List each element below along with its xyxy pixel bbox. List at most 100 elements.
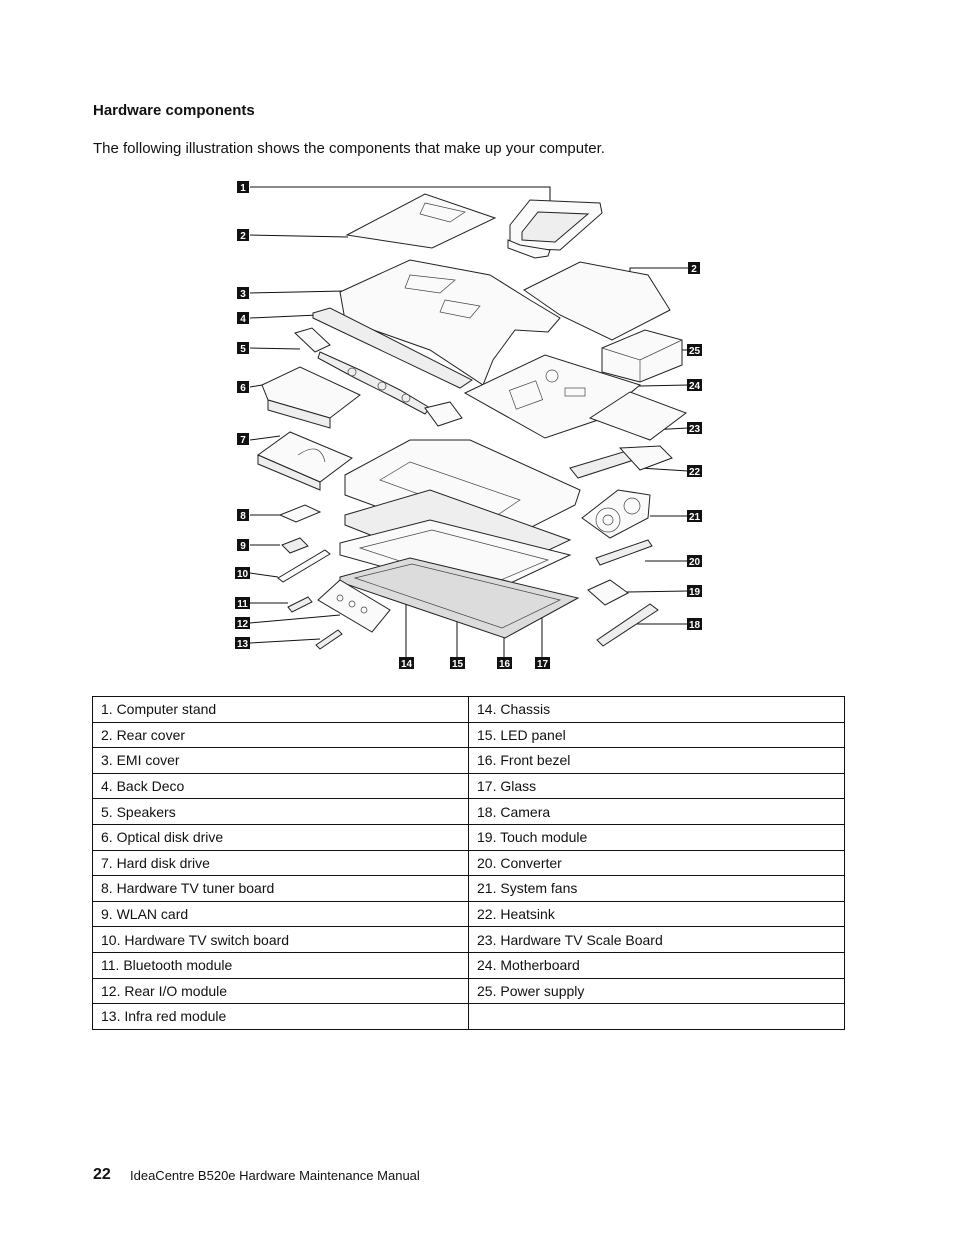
table-cell: 16. Front bezel — [468, 747, 845, 774]
svg-text:25: 25 — [689, 346, 701, 357]
svg-text:18: 18 — [689, 620, 701, 631]
svg-text:1: 1 — [240, 183, 246, 194]
callout-10: 10 — [235, 567, 250, 580]
callout-17: 17 — [535, 657, 550, 670]
callout-16: 16 — [497, 657, 512, 670]
callout-3: 3 — [237, 287, 249, 300]
svg-text:23: 23 — [689, 424, 701, 435]
svg-text:21: 21 — [689, 512, 701, 523]
callout-22: 22 — [687, 465, 702, 478]
svg-text:20: 20 — [689, 557, 701, 568]
section-heading: Hardware components — [93, 102, 255, 119]
hard-disk-drive — [256, 431, 353, 491]
svg-text:2: 2 — [691, 264, 697, 275]
exploded-view-diagram: 1 2 2 3 4 5 6 7 8 9 10 11 12 13 14 15 16… — [235, 181, 702, 670]
svg-text:7: 7 — [240, 435, 246, 446]
table-cell: 24. Motherboard — [468, 951, 845, 979]
callout-2-left: 2 — [237, 229, 249, 242]
svg-text:2: 2 — [240, 231, 246, 242]
callout-18: 18 — [687, 618, 702, 631]
callout-1: 1 — [237, 181, 249, 194]
manual-title: IdeaCentre B520e Hardware Maintenance Ma… — [130, 1168, 420, 1183]
callout-2-right: 2 — [688, 262, 700, 275]
heatsink — [569, 445, 673, 479]
page-number: 22 — [93, 1166, 111, 1183]
touch-module — [587, 579, 629, 606]
svg-text:8: 8 — [240, 511, 246, 522]
back-deco — [312, 307, 473, 389]
svg-text:16: 16 — [499, 659, 511, 670]
table-cell: 9. WLAN card — [92, 900, 469, 928]
callout-20: 20 — [687, 555, 702, 568]
emi-cover — [339, 259, 561, 386]
table-cell — [468, 1003, 845, 1030]
table-cell: 8. Hardware TV tuner board — [92, 875, 469, 902]
svg-text:24: 24 — [689, 381, 701, 392]
callout-25: 25 — [687, 344, 702, 357]
svg-text:17: 17 — [537, 659, 549, 670]
intro-text: The following illustration shows the com… — [93, 140, 605, 157]
table-cell: 1. Computer stand — [92, 696, 469, 723]
speakers — [294, 327, 463, 427]
computer-stand — [507, 199, 603, 259]
table-cell: 6. Optical disk drive — [92, 823, 469, 851]
table-cell: 7. Hard disk drive — [92, 849, 469, 877]
svg-text:19: 19 — [689, 587, 701, 598]
wlan-card — [281, 537, 309, 554]
table-cell: 25. Power supply — [468, 977, 845, 1005]
converter-board — [595, 539, 653, 566]
callout-4: 4 — [237, 312, 249, 325]
callout-19: 19 — [687, 585, 702, 598]
table-cell: 12. Rear I/O module — [92, 977, 469, 1005]
rear-io-module — [317, 579, 391, 633]
callout-8: 8 — [237, 509, 249, 522]
bluetooth-module — [287, 596, 313, 613]
chassis — [344, 439, 581, 549]
svg-text:22: 22 — [689, 467, 701, 478]
callout-23: 23 — [687, 422, 702, 435]
svg-text:3: 3 — [240, 289, 246, 300]
table-cell: 20. Converter — [468, 849, 845, 877]
system-fan — [581, 489, 651, 539]
tv-switch-board — [277, 549, 331, 583]
callout-7: 7 — [237, 433, 249, 446]
callout-12: 12 — [235, 617, 250, 630]
table-cell: 17. Glass — [468, 772, 845, 800]
optical-disk-drive — [261, 366, 361, 429]
svg-text:13: 13 — [237, 639, 249, 650]
table-cell: 14. Chassis — [468, 696, 845, 723]
camera-board — [596, 603, 659, 647]
callout-15: 15 — [450, 657, 465, 670]
table-cell: 23. Hardware TV Scale Board — [468, 926, 845, 953]
callout-13: 13 — [235, 637, 250, 650]
table-cell: 13. Infra red module — [92, 1003, 469, 1030]
tv-tuner-board — [278, 504, 322, 523]
table-cell: 18. Camera — [468, 798, 845, 825]
callout-24: 24 — [687, 379, 702, 392]
power-supply — [601, 329, 683, 383]
table-cell: 11. Bluetooth module — [92, 951, 469, 979]
table-cell: 22. Heatsink — [468, 900, 845, 928]
table-cell: 3. EMI cover — [92, 747, 469, 774]
svg-text:4: 4 — [240, 314, 246, 325]
table-cell: 19. Touch module — [468, 823, 845, 851]
table-cell: 15. LED panel — [468, 721, 845, 749]
svg-text:14: 14 — [401, 659, 413, 670]
svg-text:11: 11 — [237, 599, 248, 610]
table-cell: 10. Hardware TV switch board — [92, 926, 469, 953]
table-cell: 5. Speakers — [92, 798, 469, 825]
table-cell: 4. Back Deco — [92, 772, 469, 800]
infra-red-module — [315, 629, 343, 650]
rear-cover-left — [345, 193, 497, 249]
svg-text:6: 6 — [240, 383, 246, 394]
svg-text:12: 12 — [237, 619, 249, 630]
table-cell: 2. Rear cover — [92, 721, 469, 749]
